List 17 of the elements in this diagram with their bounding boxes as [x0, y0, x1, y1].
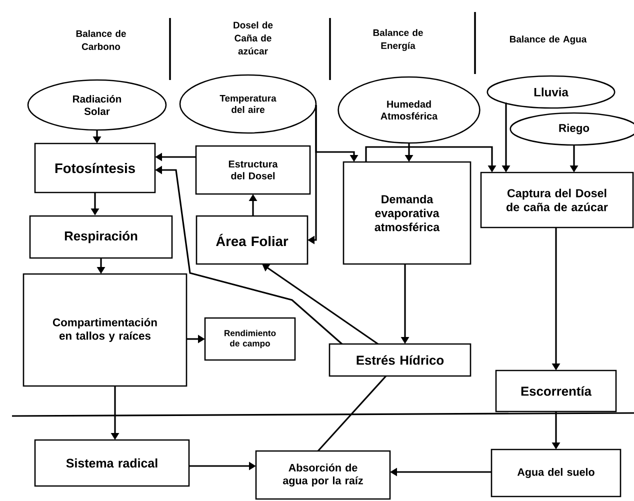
process-box: Absorción de agua por la raíz — [255, 450, 391, 500]
process-box: Captura del Dosel de caña de azúcar — [480, 172, 634, 228]
process-box: Sistema radical — [34, 439, 190, 487]
process-box: Demanda evaporativa atmosférica — [342, 161, 472, 265]
process-box: Respiración — [29, 215, 173, 259]
column-heading: Dosel de Caña de azúcar — [234, 22, 273, 54]
process-box: Escorrentía — [495, 370, 617, 412]
column-heading: Balance de Agua — [510, 36, 587, 44]
column-heading: Balance de Carbono — [76, 30, 126, 50]
process-box: Estrés Hídrico — [328, 343, 472, 377]
process-box: Rendimiento de campo — [204, 317, 296, 361]
process-box: Área Foliar — [196, 215, 308, 265]
process-box: Fotosíntesis — [34, 142, 156, 194]
process-box: Estructura del Dosel — [195, 145, 311, 195]
column-heading: Balance de Energía — [373, 29, 423, 51]
process-box: Agua del suelo — [490, 448, 622, 498]
process-box: Compartimentación en tallos y raíces — [22, 273, 188, 387]
